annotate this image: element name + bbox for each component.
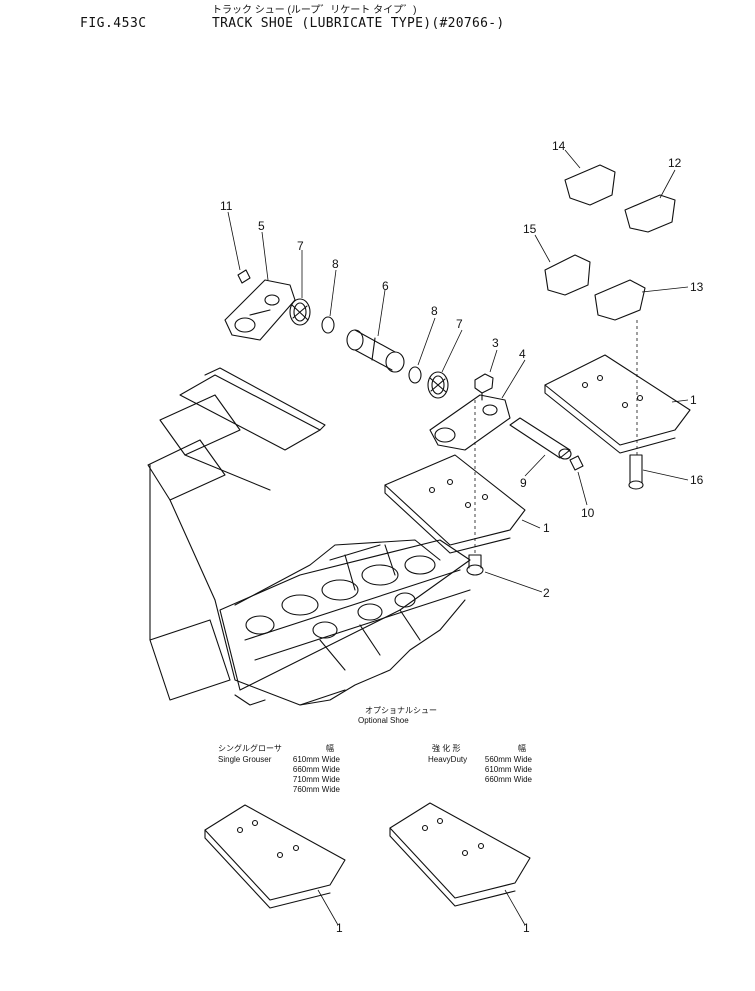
single-head-jp: シングルグローサ xyxy=(218,744,282,753)
part-seal-left xyxy=(289,298,311,326)
part-master-link-15 xyxy=(544,254,591,296)
part-pin xyxy=(509,417,572,460)
callout-7-right: 7 xyxy=(456,317,463,331)
part-master-link-13 xyxy=(594,279,646,321)
part-spacer xyxy=(569,455,584,471)
leader-lines xyxy=(227,149,689,926)
single-width-1: 660mm Wide xyxy=(292,765,340,774)
callout-6: 6 xyxy=(382,279,389,293)
heavy-head-jp: 強 化 形 xyxy=(432,744,461,753)
single-width-jp: 幅 xyxy=(326,744,334,753)
callout-1-heavy: 1 xyxy=(523,921,530,935)
optional-shoe-heavy-duty xyxy=(389,802,531,907)
optional-label-jp: オプショナルシュー xyxy=(365,706,437,715)
callout-14: 14 xyxy=(552,139,566,153)
callout-8-left: 8 xyxy=(332,257,339,271)
title-english: TRACK SHOE (LUBRICATE TYPE)(#20766-) xyxy=(212,16,505,31)
callout-16: 16 xyxy=(690,473,704,487)
single-width-0: 610mm Wide xyxy=(292,755,340,764)
callout-1-upper: 1 xyxy=(690,393,697,407)
callout-4: 4 xyxy=(519,347,526,361)
part-long-bolt xyxy=(628,454,644,490)
callout-11: 11 xyxy=(220,199,233,213)
single-width-2: 710mm Wide xyxy=(292,775,340,784)
part-ring-left xyxy=(321,316,335,334)
figure-code: FIG.453C xyxy=(80,16,147,31)
heavy-width-1: 610mm Wide xyxy=(484,765,532,774)
part-track-shoe-upper xyxy=(544,354,691,454)
callout-15: 15 xyxy=(523,222,537,236)
callout-10: 10 xyxy=(581,506,595,520)
heavy-width-2: 660mm Wide xyxy=(484,775,532,784)
part-link-left xyxy=(224,279,296,341)
part-seal-right xyxy=(427,371,449,399)
part-small-wedge xyxy=(237,269,251,284)
callout-13: 13 xyxy=(690,280,704,294)
callout-1-single: 1 xyxy=(336,921,343,935)
callout-1-center: 1 xyxy=(543,521,550,535)
part-track-shoe-center xyxy=(384,454,526,554)
callout-2: 2 xyxy=(543,586,550,600)
single-width-3: 760mm Wide xyxy=(292,785,340,794)
optional-shoe-single-grouser xyxy=(204,804,346,909)
part-nut xyxy=(474,373,494,401)
part-link-right xyxy=(429,394,511,451)
callout-8-right: 8 xyxy=(431,304,438,318)
heavy-width-jp: 幅 xyxy=(518,744,526,753)
callout-12: 12 xyxy=(668,156,682,170)
part-bolt xyxy=(466,554,484,576)
heavy-name: HeavyDuty xyxy=(428,755,468,764)
callout-3: 3 xyxy=(492,336,499,350)
callout-9: 9 xyxy=(520,476,527,490)
part-master-link-12 xyxy=(624,194,676,233)
callout-5: 5 xyxy=(258,219,265,233)
callout-7-left: 7 xyxy=(297,239,304,253)
part-master-link-14 xyxy=(564,164,616,206)
single-name: Single Grouser xyxy=(218,755,272,764)
title-japanese: トラック シュー (ループ゛リケート タイプ゛) xyxy=(212,5,417,16)
callout-labels: 14 12 11 5 15 7 8 6 13 3 4 8 7 1 9 16 10… xyxy=(220,139,704,935)
heavy-width-0: 560mm Wide xyxy=(484,755,532,764)
part-bushing xyxy=(346,329,405,373)
part-ring-right xyxy=(408,366,422,384)
optional-label-en: Optional Shoe xyxy=(358,716,409,725)
track-assembly-drawing xyxy=(147,367,471,706)
